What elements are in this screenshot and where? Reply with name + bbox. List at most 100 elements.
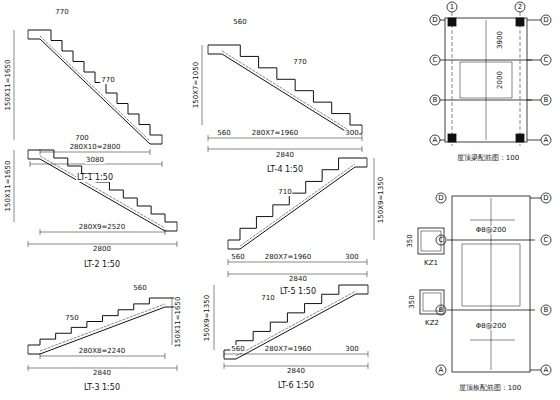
drawing-text: 560 <box>132 284 147 292</box>
drawing-text: 300 <box>344 253 359 261</box>
drawing-text: 700 <box>74 134 89 142</box>
axis-label: B <box>543 306 550 314</box>
drawing-text: 280X7=1960 <box>264 253 312 261</box>
dimension-tick <box>228 271 229 277</box>
dimension-text: 150X11=1650 <box>4 59 12 112</box>
drawing-text: LT-4 1:50 <box>266 166 304 174</box>
drawing-text: 280X7=1960 <box>264 345 312 353</box>
dimension-tick <box>362 135 363 141</box>
dimension-text: 150X9=1350 <box>377 176 385 224</box>
stair-steps <box>224 285 368 350</box>
dimension-tick <box>40 229 41 235</box>
slab-end <box>208 45 209 54</box>
stair-slab <box>28 307 177 354</box>
dimension-tick <box>40 353 41 359</box>
dimension-tick <box>367 259 368 265</box>
dimension-line <box>224 354 368 355</box>
axis-label: B <box>543 96 550 104</box>
dimension-tick <box>367 271 368 277</box>
column-stirrup <box>423 293 441 311</box>
drawing-text: 280X10=2800 <box>69 143 122 151</box>
axis-label: C <box>432 56 439 64</box>
stair-slab <box>28 159 177 231</box>
rebar-line <box>236 291 356 356</box>
drawing-text: 2840 <box>275 151 295 159</box>
stair-slab <box>28 39 162 144</box>
axis-label: A <box>438 366 445 374</box>
drawing-text: LT-5 1:50 <box>279 288 317 296</box>
axis-label: B <box>432 96 439 104</box>
drawing-text: LT-1 1:50 <box>76 174 114 182</box>
stair-steps <box>28 30 162 135</box>
dimension-line <box>202 45 203 125</box>
dimension-tick <box>208 146 209 152</box>
rebar-line <box>40 304 165 351</box>
dimension-text: 2000 <box>496 70 504 90</box>
stair-slab <box>224 294 368 359</box>
dimension-tick <box>40 149 41 155</box>
drawing-text: 560 <box>230 345 245 353</box>
axis-label: A <box>543 366 550 374</box>
slab-end <box>367 158 368 167</box>
dimension-line <box>14 150 15 222</box>
axis-label: 1 <box>449 3 455 11</box>
dimension-line <box>14 30 15 140</box>
dimension-text: 150X11=1650 <box>174 296 182 349</box>
axis-label: B <box>438 306 445 314</box>
drawing-text: 770 <box>292 58 307 66</box>
axis-label: C <box>543 56 550 64</box>
drawing-text: 280X8=2240 <box>78 347 126 355</box>
drawing-text: 2840 <box>288 275 308 283</box>
rebar-line <box>240 164 355 246</box>
dimension-text: 350 <box>408 294 416 309</box>
drawing-text: 2840 <box>286 367 306 375</box>
dimension-tick <box>165 353 166 359</box>
drawing-text: 560 <box>230 253 245 261</box>
dimension-tick <box>208 135 209 141</box>
dimension-text: 3900 <box>496 30 504 50</box>
dimension-text: 150X11=1650 <box>4 160 12 213</box>
dimension-text: 350 <box>406 233 414 248</box>
stair-steps <box>28 150 177 222</box>
dimension-line <box>374 158 375 240</box>
drawing-text: 280X9=2520 <box>78 223 126 231</box>
stair-sections <box>14 30 374 371</box>
drawing-text: 750 <box>64 314 79 322</box>
drawing-text: LT-2 1:50 <box>83 261 121 269</box>
dimension-tick <box>224 363 225 369</box>
drawing-text: 300 <box>344 129 359 137</box>
drawing-text: 770 <box>54 8 69 16</box>
dimension-tick <box>368 363 369 369</box>
drawing-text: Φ8@200 <box>475 322 507 330</box>
axis-label: A <box>432 136 439 144</box>
slab-end <box>28 150 29 159</box>
axis-label: C <box>543 236 550 244</box>
drawing-text: 3080 <box>85 156 105 164</box>
dimension-line <box>40 356 165 357</box>
dimension-line <box>40 232 165 233</box>
drawing-text: 770 <box>100 76 115 84</box>
column-section <box>420 290 444 314</box>
drawing-text: 2800 <box>92 245 112 253</box>
drawing-text: LT-6 1:50 <box>277 382 315 390</box>
dimension-text: 150X7=1050 <box>192 61 200 109</box>
dimension-tick <box>30 161 31 167</box>
axis-label: A <box>543 136 550 144</box>
column-stirrup <box>421 231 441 251</box>
stair-steps <box>208 45 362 125</box>
dimension-line <box>172 298 173 345</box>
drawing-text: 300 <box>344 345 359 353</box>
slab-end <box>224 350 225 359</box>
axis-label: D <box>437 194 444 202</box>
axis-label: D <box>542 194 549 202</box>
dimension-line <box>40 152 150 153</box>
rebar-line <box>40 156 165 228</box>
dimension-line <box>208 138 362 139</box>
dimension-tick <box>368 351 369 357</box>
slab-end <box>162 135 163 144</box>
column-section <box>418 228 444 254</box>
slab-end <box>28 30 29 39</box>
rebar-line <box>222 51 350 131</box>
drawing-text: 710 <box>277 188 292 196</box>
dimension-tick <box>177 241 178 247</box>
